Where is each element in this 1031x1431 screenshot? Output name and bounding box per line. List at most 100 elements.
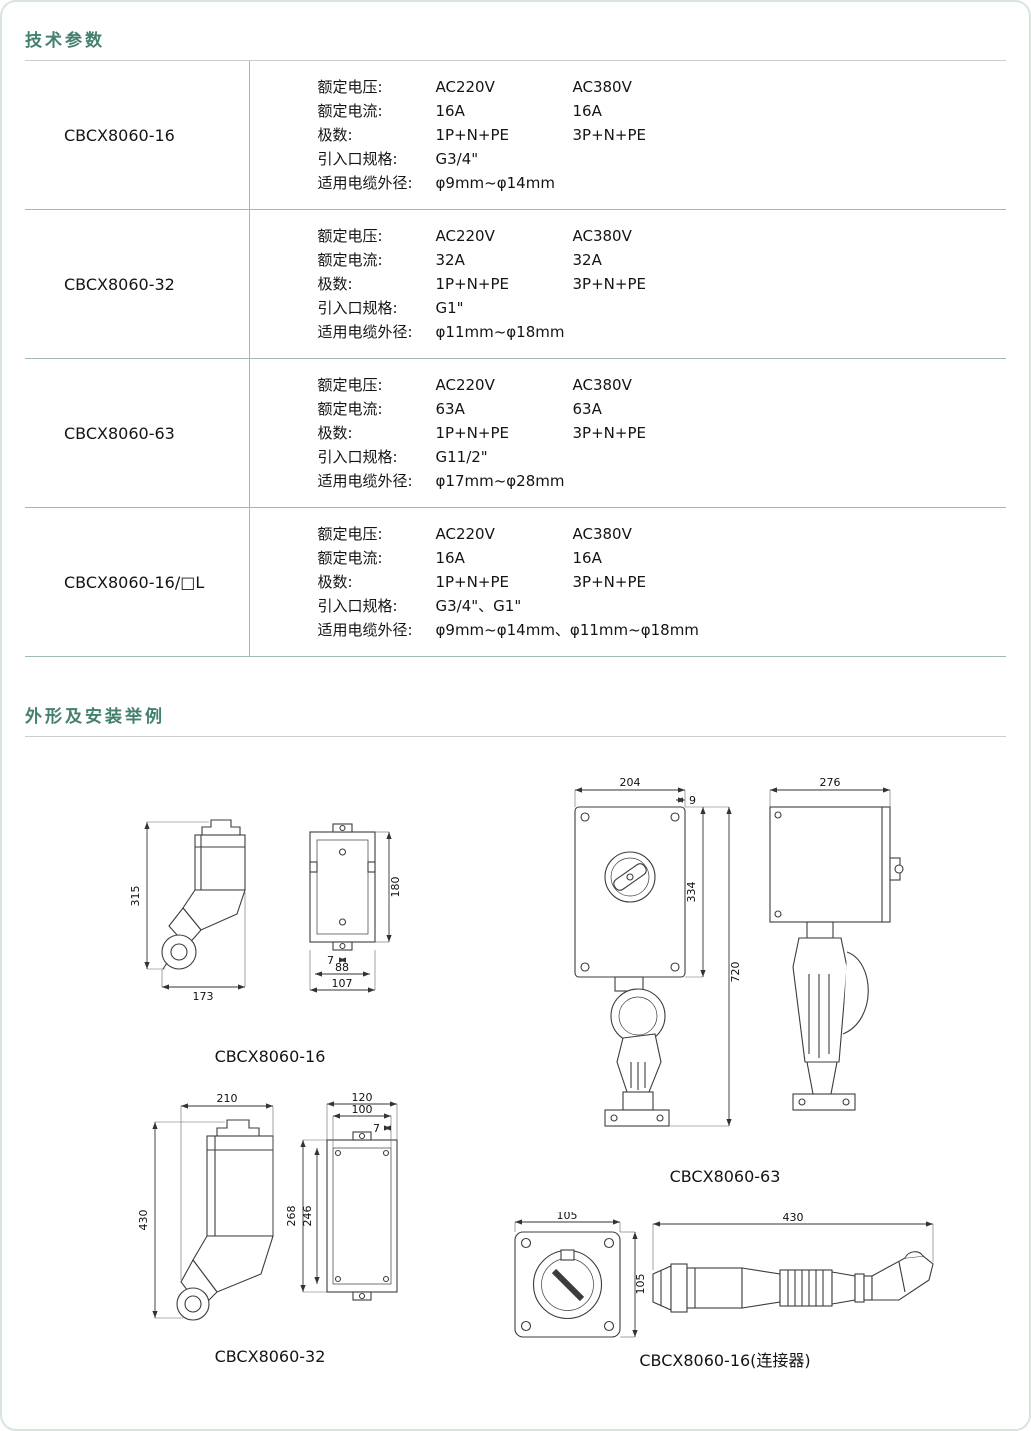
spec-label: 极数: <box>317 275 353 293</box>
dim-plate-heights: 268 246 <box>285 1139 327 1293</box>
svg-text:107: 107 <box>332 977 353 990</box>
spec-value-1: 1P+N+PE <box>435 126 509 144</box>
spec-label: 额定电流: <box>317 549 383 567</box>
side-view <box>769 806 904 1111</box>
spec-value-1: 32A <box>435 251 465 269</box>
mounting-plate-rear-view <box>309 823 376 951</box>
svg-text:7: 7 <box>327 954 334 967</box>
spec-value-1: AC220V <box>435 376 495 394</box>
spec-value-2: AC380V <box>572 78 632 96</box>
drawing-caption: CBCX8060-63 <box>669 1167 781 1186</box>
model-name: CBCX8060-16 <box>25 61 250 210</box>
drawing-cbcx8060-63: 204 9 334 720 <box>574 776 904 1127</box>
svg-text:105: 105 <box>634 1274 647 1295</box>
drawing-cbcx8060-16-connector: 105 105 <box>514 1212 934 1338</box>
table-row: CBCX8060-32 额定电压: AC220V AC380V 额定电流: 32A 32… <box>25 209 1006 359</box>
device-side-view <box>176 1119 274 1321</box>
svg-text:210: 210 <box>217 1092 238 1105</box>
spec-value-1: φ17mm~φ28mm <box>435 472 565 490</box>
spec-value-1: AC220V <box>435 227 495 245</box>
spec-value-2: 3P+N+PE <box>572 126 646 144</box>
svg-text:204: 204 <box>620 776 641 789</box>
svg-text:334: 334 <box>685 882 698 903</box>
title-underline <box>25 736 1006 737</box>
spec-value-1: G11/2" <box>435 448 488 466</box>
drawing-cbcx8060-32: 430 210 <box>137 1092 398 1321</box>
specs-cell: 额定电压: AC220V AC380V 额定电流: 32A 32A 极数: 1P+N+PE… <box>249 209 1006 359</box>
spec-label: 额定电流: <box>317 251 383 269</box>
spec-value-1: G3/4" <box>435 150 479 168</box>
table-row: CBCX8060-16/□L 额定电压: AC220V AC380V 额定电流: 16… <box>25 507 1006 657</box>
spec-label: 额定电压: <box>317 227 383 245</box>
spec-value-2: 3P+N+PE <box>572 424 646 442</box>
spec-value-2: 16A <box>572 549 602 567</box>
spec-label: 额定电流: <box>317 102 383 120</box>
spec-value-1: 1P+N+PE <box>435 275 509 293</box>
mounting-plate-rear-view <box>326 1131 398 1301</box>
svg-text:7: 7 <box>373 1122 380 1135</box>
spec-label: 适用电缆外径: <box>317 323 413 341</box>
spec-value-1: 63A <box>435 400 465 418</box>
section-title-outline: 外形及安装举例 <box>25 707 165 727</box>
svg-text:430: 430 <box>137 1210 150 1231</box>
model-name: CBCX8060-32 <box>25 209 250 359</box>
svg-text:180: 180 <box>389 877 402 898</box>
spec-label: 引入口规格: <box>317 299 398 317</box>
spec-label: 额定电压: <box>317 78 383 96</box>
spec-value-1: φ11mm~φ18mm <box>435 323 565 341</box>
spec-value-2: 16A <box>572 102 602 120</box>
spec-label: 极数: <box>317 424 353 442</box>
spec-label: 额定电压: <box>317 525 383 543</box>
spec-label: 引入口规格: <box>317 597 398 615</box>
dim-connector-length: 430 <box>652 1212 934 1270</box>
dim-flange-height: 105 <box>620 1231 647 1338</box>
svg-text:246: 246 <box>301 1206 314 1227</box>
dim-offset: 9 <box>676 794 696 807</box>
dim-total-height: 720 <box>669 806 742 1127</box>
svg-text:120: 120 <box>352 1092 373 1104</box>
svg-text:105: 105 <box>557 1212 578 1222</box>
spec-value-2: AC380V <box>572 227 632 245</box>
svg-text:268: 268 <box>285 1206 298 1227</box>
spec-value-1: G1" <box>435 299 464 317</box>
connector-side-view <box>652 1251 934 1313</box>
dim-height: 315 <box>129 821 209 970</box>
spec-value-2: 63A <box>572 400 602 418</box>
dim-side-width: 276 <box>769 776 891 807</box>
spec-label: 适用电缆外径: <box>317 472 413 490</box>
dim-plate-top: 120 100 7 <box>326 1092 398 1148</box>
spec-value-1: AC220V <box>435 525 495 543</box>
svg-text:276: 276 <box>820 776 841 789</box>
section-title-tech-params: 技术参数 <box>25 31 105 51</box>
svg-text:88: 88 <box>335 961 349 974</box>
spec-value-1: 1P+N+PE <box>435 424 509 442</box>
svg-text:315: 315 <box>129 886 142 907</box>
spec-label: 极数: <box>317 126 353 144</box>
spec-label: 极数: <box>317 573 353 591</box>
drawing-caption: CBCX8060-16(连接器) <box>639 1351 811 1370</box>
spec-value-2: 3P+N+PE <box>572 275 646 293</box>
spec-value-2: AC380V <box>572 525 632 543</box>
spec-value-1: 16A <box>435 549 465 567</box>
device-side-view <box>161 819 246 970</box>
spec-table: CBCX8060-16 额定电压: AC220V AC380V 额定电流: 16A 16… <box>25 61 1006 657</box>
dim-flange-width: 105 <box>514 1212 621 1232</box>
spec-value-2: 32A <box>572 251 602 269</box>
spec-value-2: AC380V <box>572 376 632 394</box>
dim-plate-bottom: 7 88 107 <box>309 950 376 993</box>
model-name: CBCX8060-16/□L <box>25 507 250 657</box>
title-underline <box>25 60 1006 61</box>
spec-value-1: φ9mm~φ14mm、φ11mm~φ18mm <box>435 621 699 639</box>
drawing-cbcx8060-16: 315 173 <box>129 819 402 1003</box>
flange-front-view <box>514 1231 621 1338</box>
drawings-area: 315 173 <box>25 747 1006 1412</box>
dim-width: 210 <box>180 1092 274 1280</box>
dim-width: 173 <box>161 892 246 1003</box>
spec-value-2: 3P+N+PE <box>572 573 646 591</box>
model-name: CBCX8060-63 <box>25 358 250 508</box>
